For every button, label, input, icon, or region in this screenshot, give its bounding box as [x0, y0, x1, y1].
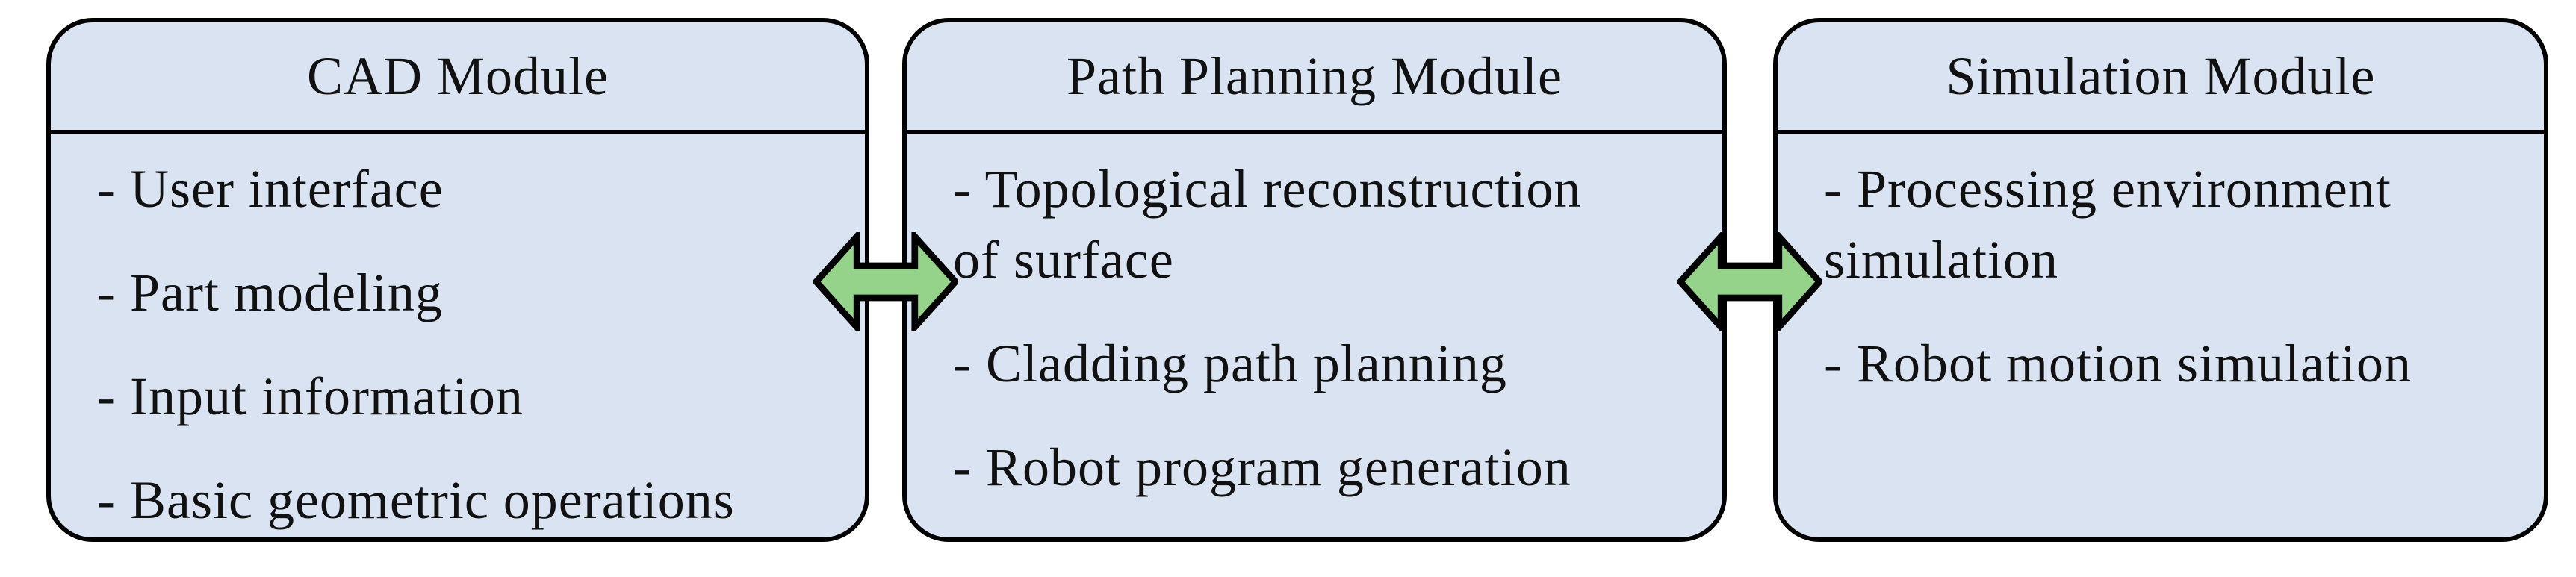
double-arrow-icon: [1677, 232, 1822, 331]
module-item: - Cladding path planning: [953, 334, 1507, 393]
module-item-list: - Topological reconstruction of surface …: [907, 134, 1722, 503]
module-box-simulation: Simulation Module - Processing environme…: [1773, 18, 2548, 542]
module-header: Path Planning Module: [907, 22, 1722, 134]
module-item: - User interface: [97, 159, 444, 219]
module-box-cad: CAD Module - User interface - Part model…: [46, 18, 869, 542]
module-item: - Processing environment simulation: [1824, 159, 2392, 290]
module-item: - Part modeling: [97, 263, 443, 322]
double-arrow-svg: [813, 232, 958, 331]
module-title-cad: CAD Module: [307, 46, 609, 106]
module-item-list: - User interface - Part modeling - Input…: [51, 134, 865, 536]
module-title-simulation: Simulation Module: [1946, 46, 2376, 106]
module-title-path-planning: Path Planning Module: [1067, 46, 1562, 106]
module-box-path-planning: Path Planning Module - Topological recon…: [902, 18, 1727, 542]
module-item: - Input information: [97, 367, 524, 426]
module-item: - Topological reconstruction of surface: [953, 159, 1582, 290]
module-item: - Basic geometric operations: [97, 470, 735, 530]
double-arrow-svg: [1677, 232, 1822, 331]
module-item: - Robot motion simulation: [1824, 334, 2412, 393]
module-item-list: - Processing environment simulation - Ro…: [1778, 134, 2544, 399]
module-item: - Robot program generation: [953, 437, 1571, 497]
double-arrow-shape: [1677, 232, 1822, 331]
double-arrow-shape: [813, 232, 958, 331]
module-header: CAD Module: [51, 22, 865, 134]
double-arrow-icon: [813, 232, 958, 331]
module-header: Simulation Module: [1778, 22, 2544, 134]
